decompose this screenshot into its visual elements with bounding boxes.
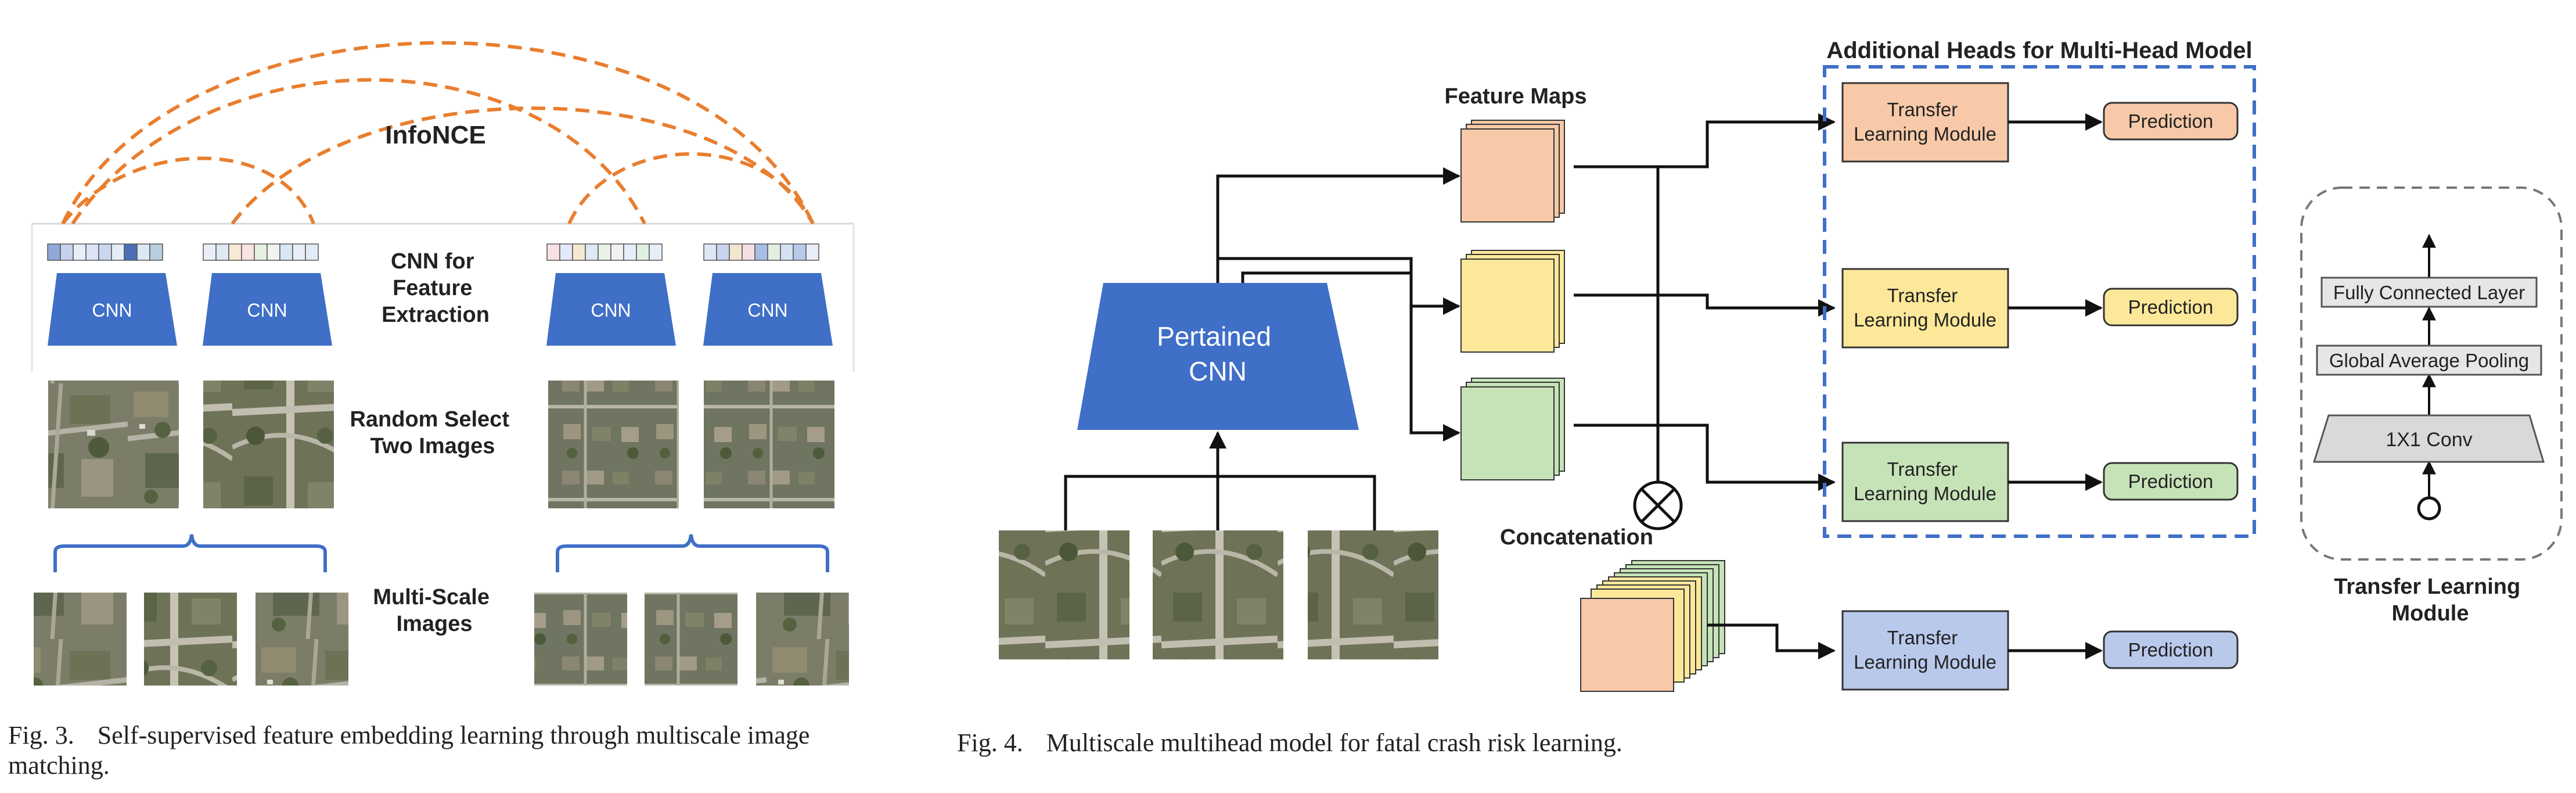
svg-text:Prediction: Prediction: [2128, 296, 2214, 318]
fig3-caption-number: Fig. 3.: [8, 721, 74, 749]
concatenation-label: Concatenation: [1500, 525, 1653, 550]
tlm-gap-block: Global Average Pooling: [2316, 345, 2542, 376]
transfer-module-green: Transfer Learning Module: [1841, 442, 2009, 522]
multiscale-aerial-image: [645, 593, 737, 686]
multi-scale-label: Multi-Scale Images: [373, 585, 495, 636]
svg-text:Prediction: Prediction: [2128, 110, 2214, 132]
additional-heads-label: Additional Heads for Multi-Head Model: [1826, 38, 2252, 63]
fig4-caption: Fig. 4. Multiscale multihead model for fa…: [957, 728, 2118, 758]
feature-vector: [47, 243, 163, 261]
fig4-caption-number: Fig. 4.: [957, 729, 1023, 757]
fig3-caption-text-line1: Self-supervised feature embedding learni…: [97, 721, 810, 749]
feature-maps-label: Feature Maps: [1445, 84, 1587, 109]
fig3-diagram: InfoNCE: [31, 41, 855, 686]
transfer-module-blue: Transfer Learning Module: [1841, 610, 2009, 691]
feature-vector: [203, 243, 319, 261]
infonce-arc: [567, 152, 815, 225]
svg-text:Prediction: Prediction: [2128, 639, 2214, 661]
cnn-block: CNN: [546, 273, 676, 346]
cnn-to-feature-maps-connectors: [1216, 167, 1460, 442]
pretrained-cnn-block: Pertained CNN: [1077, 283, 1359, 430]
tlm-conv-block: 1X1 Conv: [2312, 414, 2545, 463]
input-aerial-image: [1308, 530, 1438, 659]
input-aerial-image: [1153, 530, 1283, 659]
prediction-box-blue: Prediction: [2103, 630, 2239, 669]
fig3-caption: Fig. 3. Self-supervised feature embedding…: [8, 720, 926, 781]
cnn-label: CNN: [247, 300, 287, 321]
infonce-arc: [61, 41, 815, 225]
random-select-label: Random Select Two Images: [350, 407, 515, 458]
tlm-fc-block: Fully Connected Layer: [2320, 277, 2538, 308]
tlm-input-node-icon: [2417, 496, 2441, 521]
svg-text:1X1 Conv: 1X1 Conv: [2386, 429, 2472, 451]
infonce-arc: [71, 78, 646, 225]
cnn-block: CNN: [203, 273, 332, 346]
prediction-box-green: Prediction: [2103, 462, 2239, 501]
tlm-dashed-border: [2300, 186, 2563, 561]
transfer-module-orange: Transfer Learning Module: [1841, 82, 2009, 163]
grouping-bracket: [53, 534, 327, 572]
cnn-label: CNN: [92, 300, 132, 321]
prediction-box-orange: Prediction: [2103, 102, 2239, 141]
concatenation-operator-icon: [1633, 480, 1683, 530]
input-aerial-image: [999, 530, 1129, 659]
prediction-box-yellow: Prediction: [2103, 288, 2239, 326]
feature-vector: [546, 243, 663, 261]
selected-aerial-image: [48, 381, 179, 508]
multiscale-aerial-image: [144, 593, 237, 686]
selected-aerial-image: [203, 381, 334, 508]
cnn-label: CNN: [591, 300, 631, 321]
selected-aerial-image: [704, 381, 834, 508]
cnn-label: CNN: [747, 300, 787, 321]
multiscale-aerial-image: [756, 593, 849, 686]
svg-text:Transfer Learning Modu: Transfer Learning Module: [1854, 627, 1996, 673]
svg-text:Transfer Learning Modu: Transfer Learning Module: [1854, 458, 1996, 504]
fig3-caption-text-line2: matching.: [8, 751, 110, 780]
infonce-arc: [61, 156, 315, 225]
grouping-bracket: [556, 534, 829, 572]
cnn-block: CNN: [703, 273, 833, 346]
fig4-caption-text: Multiscale multihead model for fatal cra…: [1046, 729, 1622, 757]
tlm-title: Transfer Learning Module: [2334, 575, 2527, 626]
svg-text:Transfer Learning Modu: Transfer Learning Module: [1854, 99, 1996, 145]
infonce-label: InfoNCE: [385, 121, 486, 149]
transfer-module-yellow: Transfer Learning Module: [1841, 268, 2009, 349]
multiscale-aerial-image: [534, 593, 627, 686]
cnn-feature-extraction-label: CNN for Feature Extraction: [382, 249, 490, 327]
concatenated-feature-maps: [1580, 560, 1725, 692]
svg-text:Global Average Pooling: Global Average Pooling: [2329, 350, 2529, 371]
cnn-block: CNN: [48, 273, 177, 346]
infonce-arcs: [61, 41, 815, 225]
feature-map-orange: [1460, 120, 1565, 223]
feature-map-green: [1460, 378, 1565, 480]
svg-text:Prediction: Prediction: [2128, 471, 2214, 492]
additional-heads-box: [1823, 65, 2256, 538]
svg-text:Transfer Learning Modu: Transfer Learning Module: [1854, 285, 1996, 331]
transfer-learning-module-detail: 1X1 Conv Global Average Pooling Fully Co…: [2300, 186, 2563, 626]
svg-text:Fully Connected Layer: Fully Connected Layer: [2333, 282, 2525, 303]
fig4-diagram: Pertained CNN Feature Maps: [999, 38, 2256, 692]
multiscale-aerial-image: [34, 593, 127, 686]
multiscale-aerial-image: [256, 593, 348, 686]
input-connectors: [1064, 431, 1376, 530]
head-connectors: [1574, 113, 1836, 659]
feature-map-yellow: [1460, 250, 1565, 353]
infonce-arc: [231, 106, 815, 225]
pretrained-cnn-label: Pertained CNN: [1157, 321, 1279, 386]
prediction-connectors: [2008, 113, 2103, 659]
feature-vector: [703, 243, 819, 261]
selected-aerial-image: [548, 381, 679, 508]
